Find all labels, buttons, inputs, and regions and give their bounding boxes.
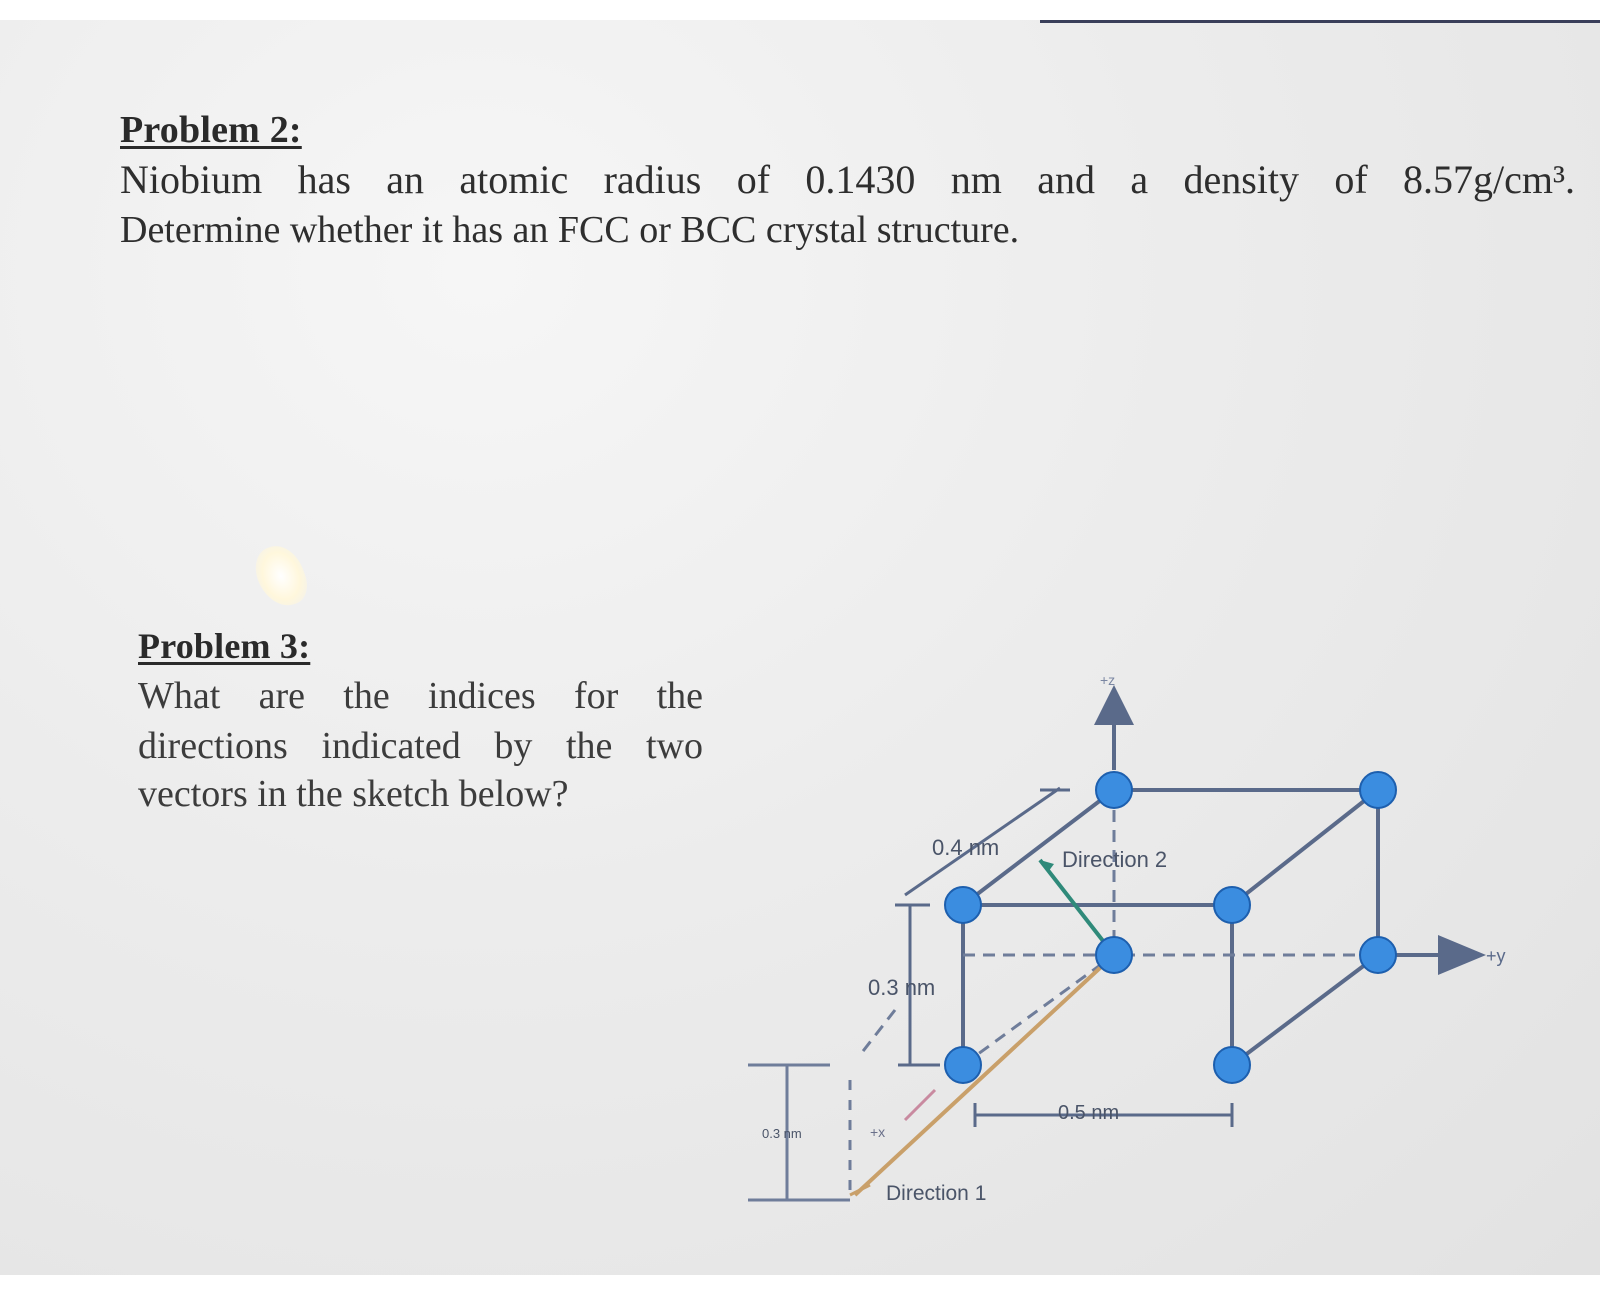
direction-1-vector bbox=[853, 953, 1116, 1197]
label-direction-1: Direction 1 bbox=[886, 1182, 986, 1205]
atom bbox=[1213, 886, 1251, 924]
label-axis-y: +y bbox=[1486, 946, 1506, 966]
atom bbox=[1359, 936, 1397, 974]
problem-2-statement-line-1: Niobium has an atomic radius of 0.1430 n… bbox=[120, 157, 1575, 202]
problem-3-statement-line-1: What are the indices for the bbox=[138, 675, 703, 717]
direction-2-vector bbox=[1038, 858, 1116, 957]
problem-3-statement-line-3: vectors in the sketch below? bbox=[138, 773, 569, 815]
cell-frame bbox=[961, 788, 1486, 1067]
label-03nm-small: 0.3 nm bbox=[762, 1126, 802, 1141]
atom bbox=[1359, 771, 1397, 809]
atoms bbox=[944, 771, 1397, 1084]
problem-3-statement-line-2: directions indicated by the two bbox=[138, 725, 703, 767]
atom bbox=[944, 886, 982, 924]
screen-top-edge bbox=[1040, 20, 1600, 23]
x-axis-stub bbox=[903, 1088, 937, 1122]
problem-3-title: Problem 3: bbox=[138, 626, 311, 666]
atom bbox=[1095, 771, 1133, 809]
label-axis-z: +z bbox=[1100, 672, 1115, 688]
label-03nm: 0.3 nm bbox=[868, 975, 935, 1000]
atom bbox=[1213, 1046, 1251, 1084]
label-05nm: 0.5 nm bbox=[1058, 1102, 1119, 1124]
label-04nm: 0.4 nm bbox=[932, 835, 999, 860]
hidden-edges bbox=[858, 790, 1378, 1067]
problem-2-title: Problem 2: bbox=[120, 109, 302, 151]
atom bbox=[944, 1046, 982, 1084]
label-direction-2: Direction 2 bbox=[1062, 847, 1167, 872]
small-scale-bracket bbox=[748, 1063, 852, 1202]
atom bbox=[1095, 936, 1133, 974]
direction-1-arrowhead bbox=[849, 1183, 871, 1197]
problem-2-statement-line-2: Determine whether it has an FCC or BCC c… bbox=[120, 209, 1020, 251]
dimension-04nm-line bbox=[904, 786, 1061, 897]
direction-2-arrowhead bbox=[1040, 860, 1054, 872]
label-axis-x: +x bbox=[870, 1124, 885, 1140]
